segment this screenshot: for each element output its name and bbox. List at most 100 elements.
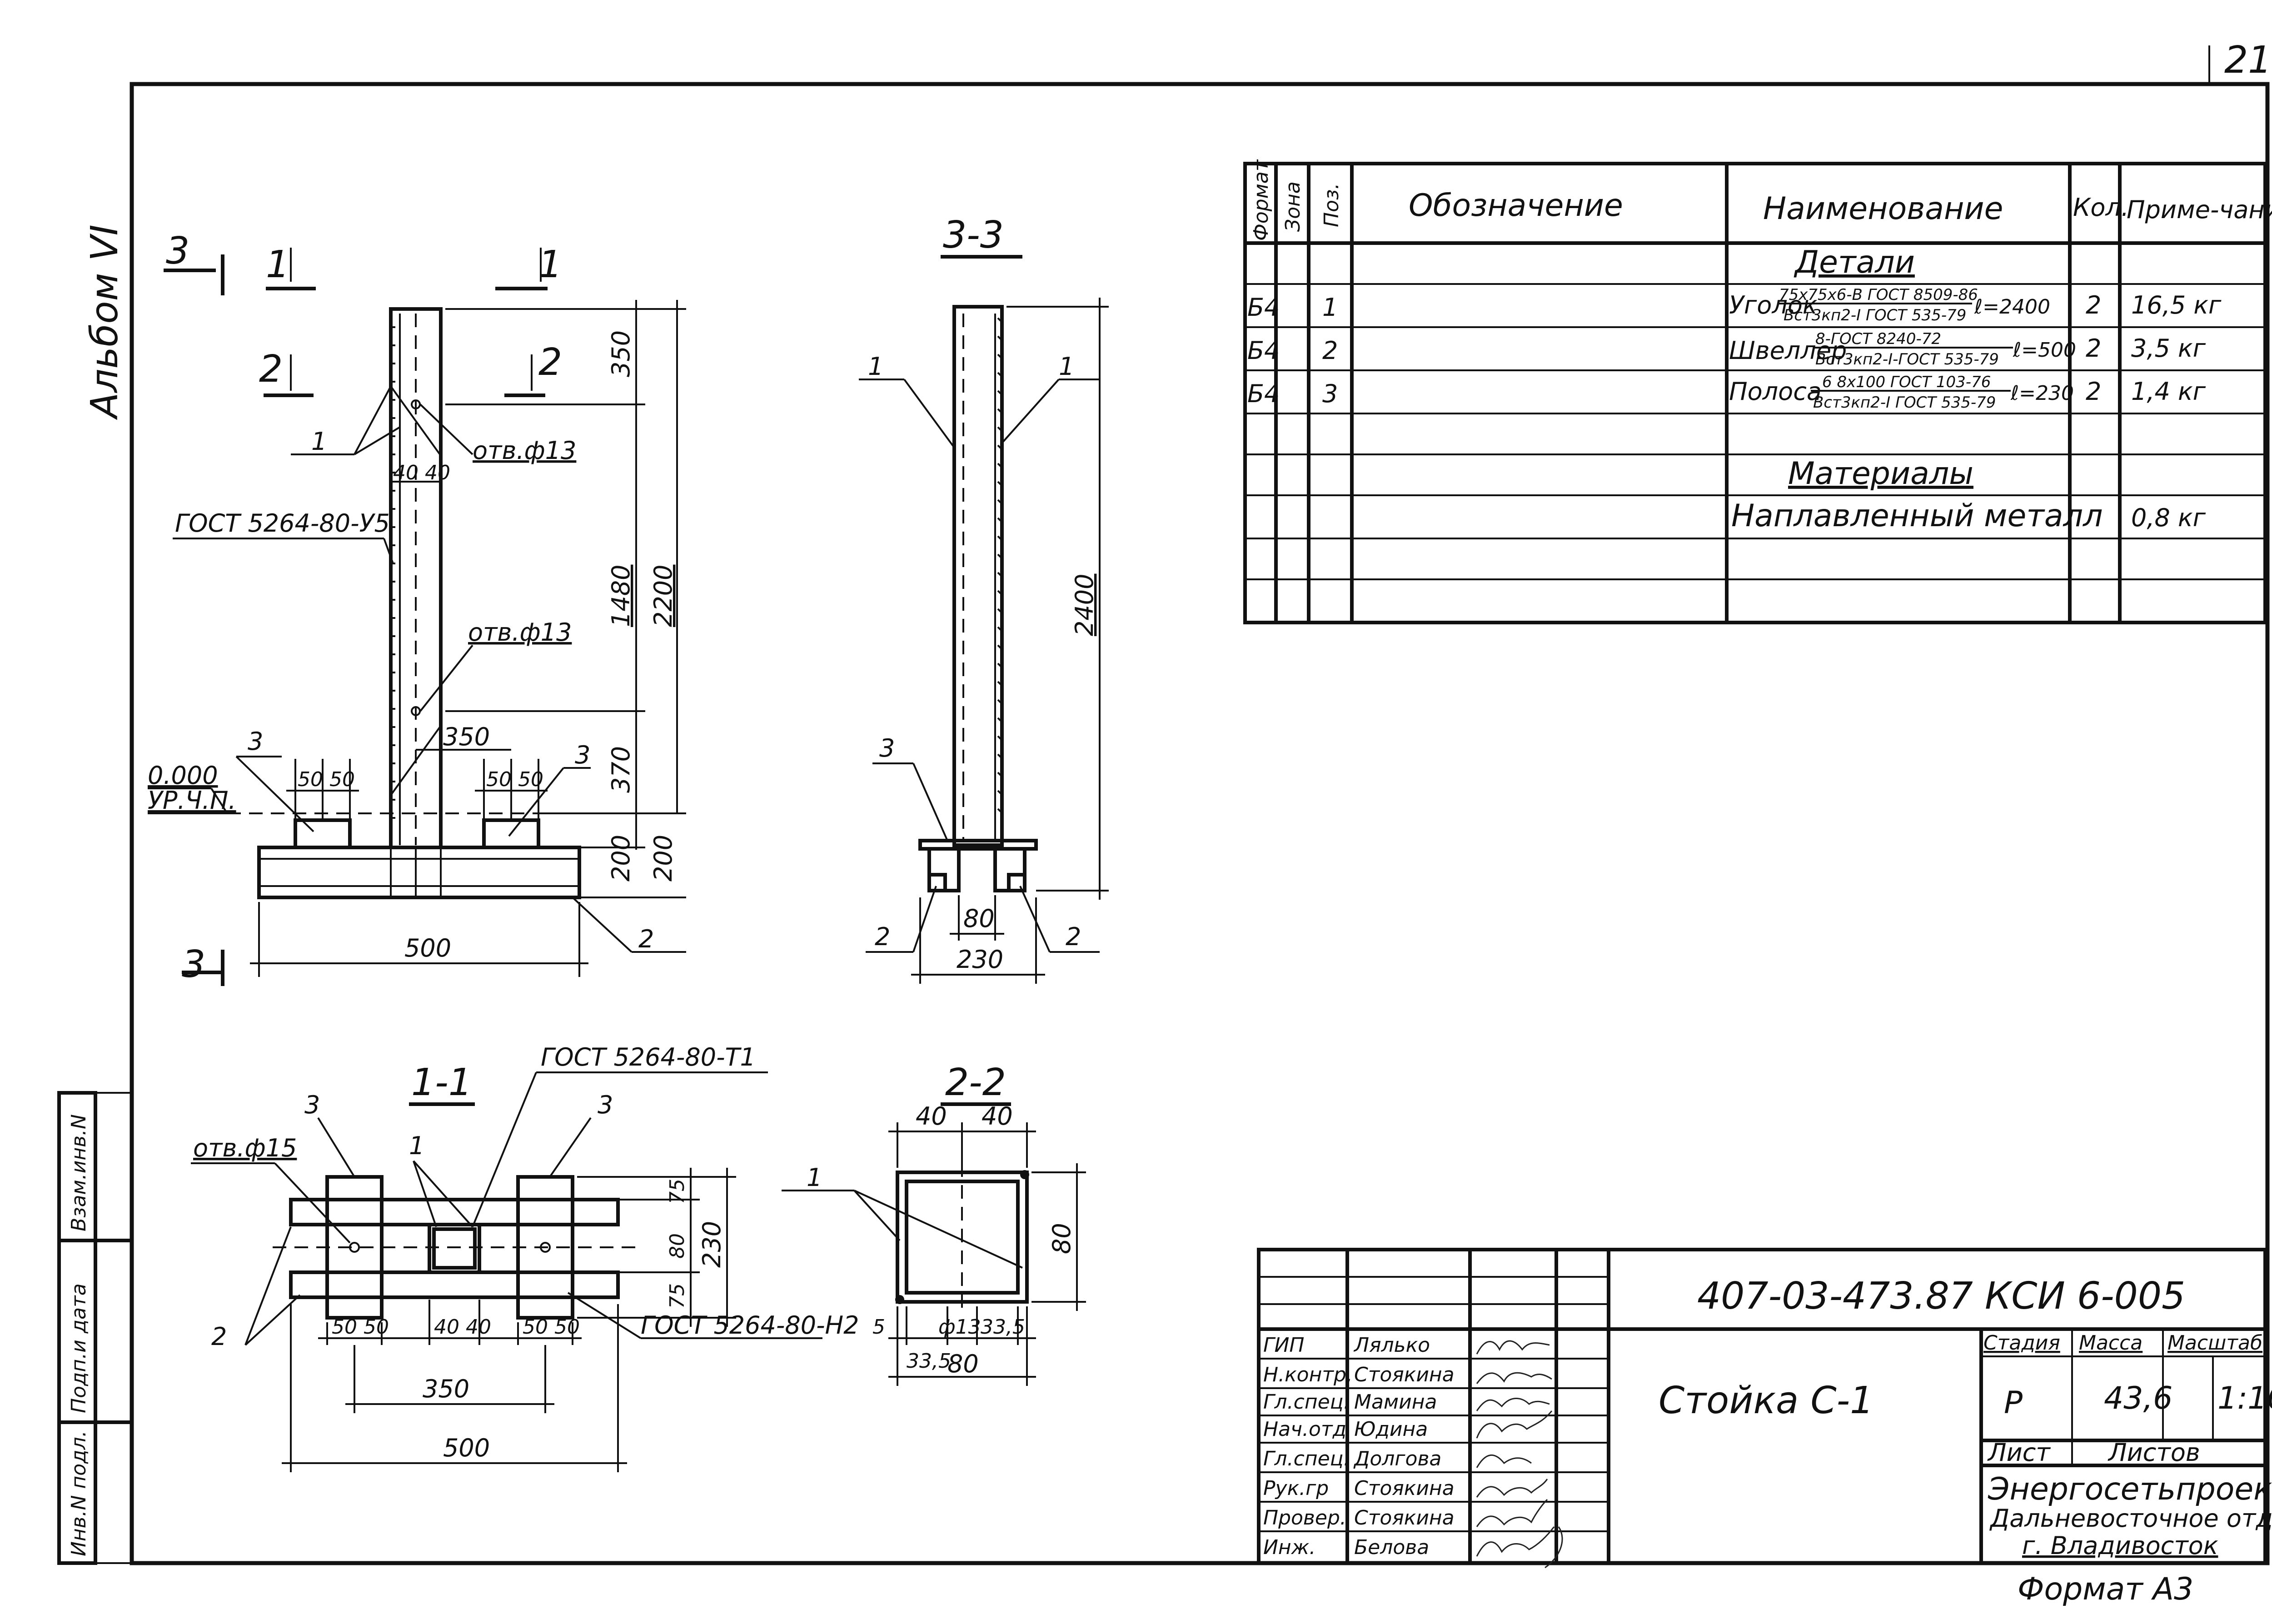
side-stamp-sign: Подп.и дата [67, 1283, 90, 1413]
tb-org-name: Энергосетьпроект [1988, 1471, 2272, 1507]
sec11-dim-350: 350 [423, 1375, 469, 1403]
sec22-dim-80v: 80 [1047, 1223, 1076, 1254]
spec-header-note: Приме-чание [2127, 195, 2272, 224]
spec-row2-format: Б4 [1247, 336, 1280, 365]
elev-hole-top: отв.ф13 [473, 436, 576, 465]
tb-name-5: Долгова [1353, 1447, 1441, 1470]
spec-header-qty: Кол. [2073, 193, 2129, 222]
tb-sheets-label: Листов [2108, 1438, 2200, 1467]
elev-section-mark-1-left: 1 [266, 243, 289, 286]
spec-header-pos: Поз. [1320, 183, 1343, 227]
sec22-dim-5: 5 [872, 1315, 885, 1339]
spec-header-format: Формат [1250, 159, 1273, 241]
spec-material-name: Наплавленный металл [1731, 498, 2103, 534]
sec22-dim-13: ф13 [938, 1315, 981, 1339]
spec-header-designation: Обозначение [1409, 188, 1623, 224]
elev-dim-500: 500 [404, 934, 451, 962]
sec33-dim-80: 80 [963, 904, 995, 933]
spec-row3-name: Полоса [1729, 377, 1822, 406]
elev-section-mark-3-bottom: 3 [182, 943, 205, 986]
tb-name-7: Стоякина [1354, 1506, 1455, 1529]
sec11-dim-80: 80 [666, 1233, 689, 1259]
section-1-1: 1-1 ГОСТ 5264-80-Т1 ГОСТ 5264-80-Н2 отв.… [191, 1043, 859, 1472]
tb-name-1: Лялько [1353, 1334, 1430, 1357]
sec11-dim-500: 500 [443, 1434, 490, 1462]
section-3-3: 3-3 1 1 3 2 2 2400 80 230 [859, 214, 1109, 984]
spec-row2-qty: 2 [2086, 334, 2101, 363]
spec-row3-note: 1,4 кг [2131, 377, 2206, 406]
elev-dim-350h: 350 [443, 722, 490, 751]
elev-section-mark-2-left: 2 [259, 348, 283, 391]
elevation-view: 3 1 1 2 2 3 40 40 [148, 229, 686, 986]
sec11-dim-75a: 75 [666, 1179, 689, 1204]
spec-row1-name: Уголок [1729, 291, 1818, 319]
tb-role-6: Рук.гр [1263, 1477, 1329, 1500]
spec-row3-format: Б4 [1247, 379, 1280, 408]
page-number: 21 [2224, 39, 2272, 82]
spec-row2-pos: 2 [1322, 336, 1338, 365]
tb-name-2: Стоякина [1354, 1363, 1455, 1386]
tb-object: Стойка С-1 [1659, 1379, 1873, 1422]
sec22-title: 2-2 [945, 1061, 1006, 1104]
sec33-title: 3-3 [943, 214, 1004, 257]
elev-dim-5050a: 50 50 [298, 768, 355, 791]
tb-role-7: Провер. [1263, 1506, 1346, 1529]
sec11-callout-a: 3 [304, 1091, 320, 1119]
sec22-dim-335a: 33,5 [981, 1315, 1025, 1339]
sec11-hole: отв.ф15 [193, 1134, 297, 1162]
tb-code: 407-03-473.87 КСИ 6-005 [1697, 1275, 2185, 1318]
sheet-frame [130, 82, 2270, 1565]
side-stamp-inv: Инв.N подл. [67, 1430, 90, 1556]
signatures [1476, 1340, 1563, 1569]
elev-callout-2: 2 [638, 925, 654, 953]
spec-row2-spec-top: 8-ГОСТ 8240-72 [1815, 330, 1941, 348]
spec-header-zone: Зона [1281, 181, 1305, 232]
format-label: Формат А3 [2018, 1571, 2193, 1607]
tb-org-branch: Дальневосточное отд. [1989, 1504, 2272, 1533]
spec-material-note: 0,8 кг [2131, 503, 2206, 532]
elev-callout-3b: 3 [575, 741, 590, 769]
spec-header-name: Наименование [1763, 191, 2003, 227]
tb-sheet-label: Лист [1987, 1438, 2051, 1467]
elev-hole-mid: отв.ф13 [468, 618, 572, 647]
tb-name-4: Юдина [1354, 1418, 1428, 1441]
tb-name-6: Стоякина [1354, 1477, 1455, 1500]
elev-dim-4040: 40 40 [393, 461, 450, 484]
tb-role-8: Инж. [1263, 1536, 1315, 1559]
elev-dim-200b: 200 [649, 835, 678, 882]
sec22-callout: 1 [807, 1163, 822, 1192]
spec-row1-pos: 1 [1322, 293, 1338, 322]
sec33-callout-c: 3 [879, 734, 895, 762]
sec22-dim-40b: 40 [982, 1102, 1013, 1131]
section-2-2: 2-2 1 40 40 80 5 ф13 33,5 33,5 80 [782, 1061, 1086, 1386]
spec-row3-pos: 3 [1322, 379, 1338, 408]
elev-dim-2200: 2200 [649, 565, 678, 627]
spec-row1-spec-top: 75x75x6-В ГОСТ 8509-86 [1779, 286, 1978, 304]
sec33-dim-230: 230 [957, 945, 1003, 974]
sec22-dim-335b: 33,5 [907, 1350, 951, 1373]
sec11-title: 1-1 [411, 1061, 472, 1104]
tb-name-3: Мамина [1354, 1390, 1437, 1414]
side-stamp-replace: Взам.инв.N [67, 1114, 90, 1231]
sec33-callout-e: 2 [1066, 922, 1081, 951]
title-block: ГИП Н.контр. Гл.спец. Нач.отд Гл.спец. Р… [1257, 1248, 2272, 1569]
tb-role-5: Гл.спец. [1263, 1447, 1350, 1470]
sec11-dim-4040: 40 40 [434, 1315, 491, 1339]
sec33-dim-height: 2400 [1070, 574, 1099, 636]
spec-row1-qty: 2 [2086, 291, 2101, 319]
elev-section-mark-3-top: 3 [166, 229, 189, 273]
tb-role-1: ГИП [1263, 1334, 1305, 1357]
spec-row1-spec-bottom: Вст3кп2-I ГОСТ 535-79 [1784, 306, 1966, 324]
spec-row1-length: ℓ=2400 [1974, 295, 2050, 319]
spec-row3-spec-bottom: Вст3кп2-I ГОСТ 535-79 [1813, 394, 1996, 412]
spec-row1-note: 16,5 кг [2131, 291, 2222, 319]
elev-weld-std: ГОСТ 5264-80-У5 [175, 509, 390, 538]
elev-section-mark-1-right: 1 [538, 243, 562, 286]
elev-callout-3a: 3 [248, 727, 263, 756]
spec-table: Формат Зона Поз. Обозначение Наименовани… [1243, 159, 2272, 624]
spec-row2-note: 3,5 кг [2131, 334, 2206, 363]
spec-section-materials: Материалы [1788, 456, 1973, 492]
elev-level-label: УР.Ч.П. [148, 786, 236, 815]
tb-role-4: Нач.отд [1263, 1418, 1346, 1441]
